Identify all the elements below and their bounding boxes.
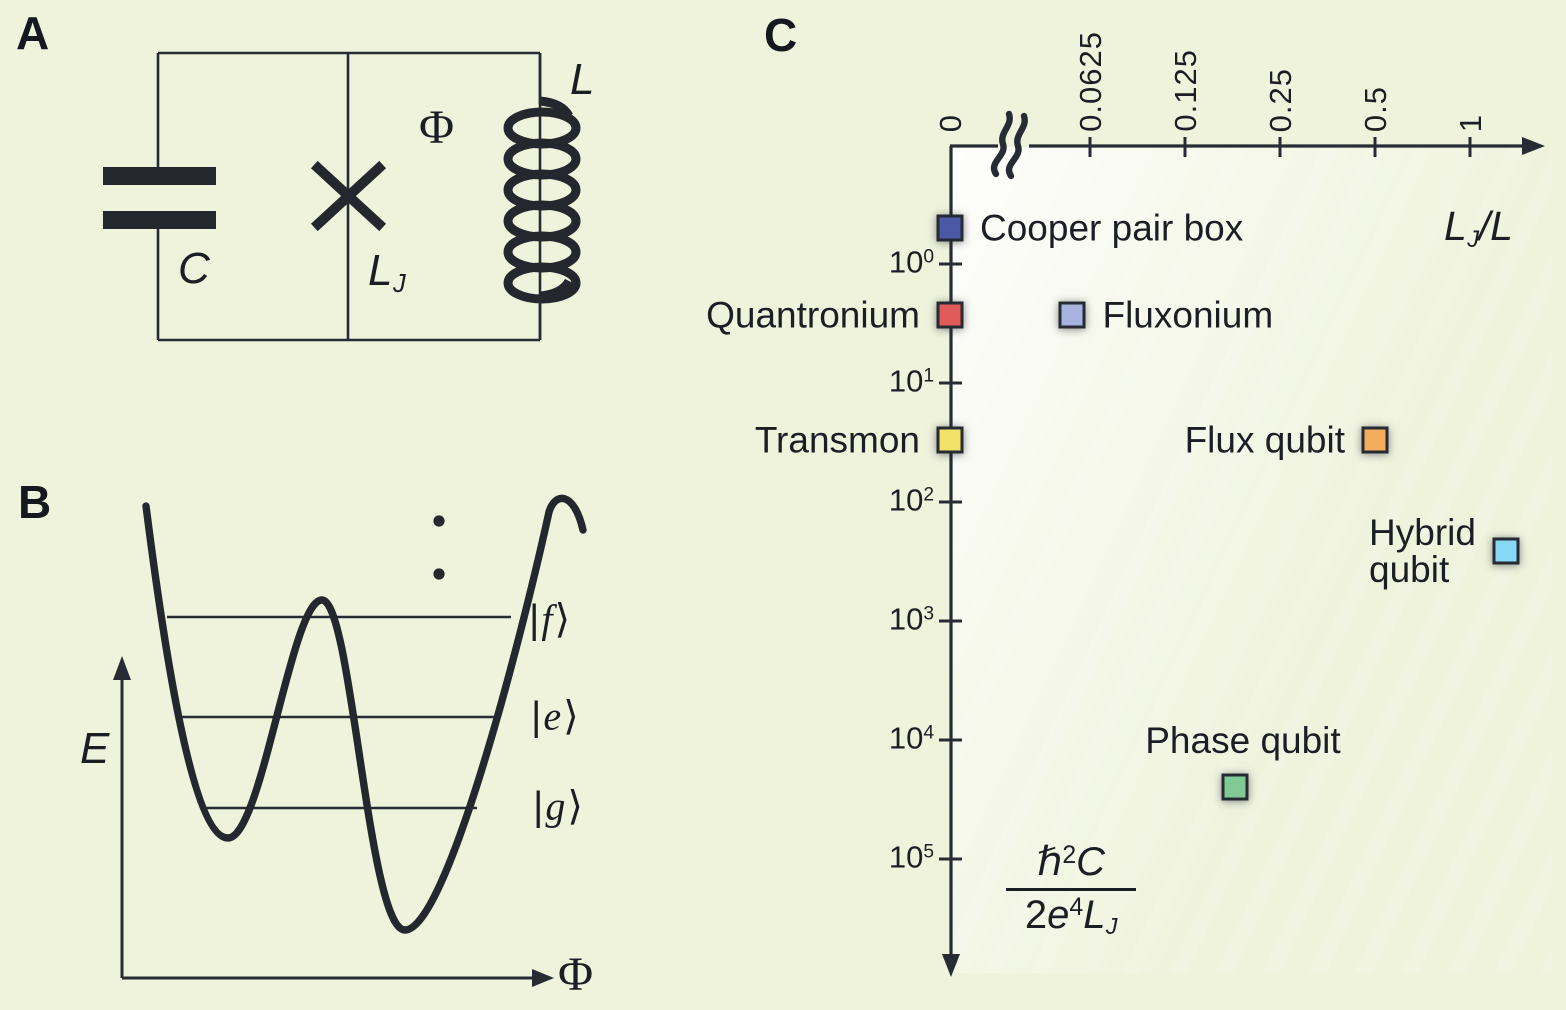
state-letter: g (545, 783, 566, 829)
y-tick-label: 103 (889, 602, 934, 638)
x-tick-label: 1 (1453, 113, 1488, 132)
y-tick-base: 10 (888, 244, 924, 280)
flux-axis-arrowhead (532, 969, 554, 987)
marker-flux-qubit (1361, 426, 1389, 454)
energy-axis-label: E (80, 724, 110, 773)
state-label-g: |g⟩ (533, 783, 583, 830)
circuit-diagram (103, 51, 581, 342)
y-tick-base: 10 (888, 720, 924, 756)
flux-label: Φ (419, 101, 455, 154)
capacitor-icon (103, 167, 216, 229)
y-tick-exponent: 4 (923, 722, 934, 744)
panel-c-axes (939, 110, 1545, 977)
josephson-junction-icon (310, 160, 387, 232)
y-tick-label: 101 (889, 364, 934, 400)
y-axis-title-formula: ℏ2C 2e4LJ (1002, 842, 1140, 940)
point-label-transmon: Transmon (754, 419, 920, 461)
x-tick-label: 0.5 (1358, 85, 1393, 132)
formula-denominator-base: L (1083, 892, 1106, 937)
ket-bar: | (529, 597, 540, 642)
state-label-e: |e⟩ (531, 693, 579, 740)
point-label-hybrid-qubit: Hybrid qubit (1369, 512, 1476, 591)
ket-bracket: ⟩ (567, 783, 583, 830)
potential-diagram (113, 494, 587, 987)
energy-axis-arrowhead (113, 656, 131, 680)
point-label-cooper-pair-box: Cooper pair box (980, 207, 1244, 249)
panel-c-label: C (764, 9, 798, 61)
formula-numerator-capacitance: C (1076, 840, 1106, 884)
formula-denominator: 2e4LJ (1002, 892, 1140, 940)
y-tick-exponent: 5 (923, 841, 934, 863)
y-tick-base: 10 (888, 482, 924, 518)
panel-b-label: B (18, 476, 52, 528)
x-axis-title: LJ/L (1444, 203, 1513, 252)
state-label-f: |f⟩ (529, 596, 570, 643)
y-tick-base: 10 (888, 601, 924, 637)
y-tick-base: 10 (888, 363, 924, 399)
y-tick-label: 104 (889, 721, 934, 757)
marker-transmon (936, 426, 964, 454)
state-letter: f (541, 596, 553, 642)
x-axis-title-rest: /L (1478, 203, 1513, 249)
formula-denominator-charge: e (1047, 892, 1070, 937)
c-y-axis-arrowhead (942, 954, 960, 977)
y-tick-label: 102 (889, 483, 934, 519)
state-letter: e (543, 693, 562, 739)
x-tick-label: 0.25 (1263, 67, 1298, 132)
capacitance-label: C (178, 244, 210, 293)
marker-hybrid-qubit (1492, 537, 1520, 565)
ket-bar: | (533, 784, 544, 829)
marker-fluxonium (1058, 301, 1086, 329)
x-tick-label: 0.125 (1168, 49, 1203, 132)
inductor-icon (503, 96, 581, 304)
x-tick-label: 0 (933, 113, 968, 132)
ket-bracket: ⟩ (554, 596, 571, 643)
x-axis-title-base: L (1444, 203, 1467, 249)
formula-denominator-subscript: J (1105, 913, 1118, 940)
formula-denominator-exponent: 4 (1069, 894, 1084, 922)
x-axis-title-subscript: J (1467, 225, 1480, 253)
y-tick-label: 105 (889, 840, 934, 876)
c-x-axis-arrowhead (1522, 137, 1545, 155)
y-tick-label: 100 (889, 245, 934, 281)
ket-bracket: ⟩ (563, 693, 579, 740)
fraction-bar (1006, 887, 1136, 891)
junction-inductance-subscript: J (392, 270, 406, 299)
y-tick-exponent: 2 (923, 484, 934, 506)
panel-b-axes (113, 656, 554, 987)
axis-tick-marks (939, 137, 1472, 861)
panel-a-label: A (16, 7, 50, 59)
plot-area-gradient (952, 147, 1552, 973)
y-tick-exponent: 3 (923, 603, 934, 625)
marker-quantronium (936, 301, 964, 329)
y-tick-exponent: 1 (923, 365, 934, 387)
y-tick-base: 10 (888, 839, 924, 875)
flux-axis-label: Φ (558, 948, 594, 1001)
point-label-quantronium: Quantronium (706, 294, 920, 336)
formula-numerator: ℏ2C (1002, 842, 1140, 883)
inductance-label: L (570, 55, 595, 104)
junction-inductance-base: L (368, 246, 393, 295)
x-tick-label: 0.0625 (1073, 31, 1108, 132)
hbar-symbol: ℏ (1036, 839, 1063, 885)
ket-bar: | (531, 694, 542, 739)
point-label-phase-qubit: Phase qubit (1145, 720, 1341, 762)
formula-denominator-coeff: 2 (1024, 892, 1048, 937)
double-well-curve (142, 494, 587, 934)
point-label-flux-qubit: Flux qubit (1184, 419, 1345, 461)
axis-break-icon (990, 110, 1028, 180)
ellipsis-dots (433, 515, 445, 580)
marker-phase-qubit (1221, 773, 1249, 801)
point-label-fluxonium: Fluxonium (1102, 294, 1274, 336)
junction-inductance-label: LJ (368, 246, 406, 297)
y-tick-exponent: 0 (923, 246, 934, 268)
formula-numerator-exponent: 2 (1062, 841, 1077, 869)
marker-cooper-pair-box (936, 214, 964, 242)
